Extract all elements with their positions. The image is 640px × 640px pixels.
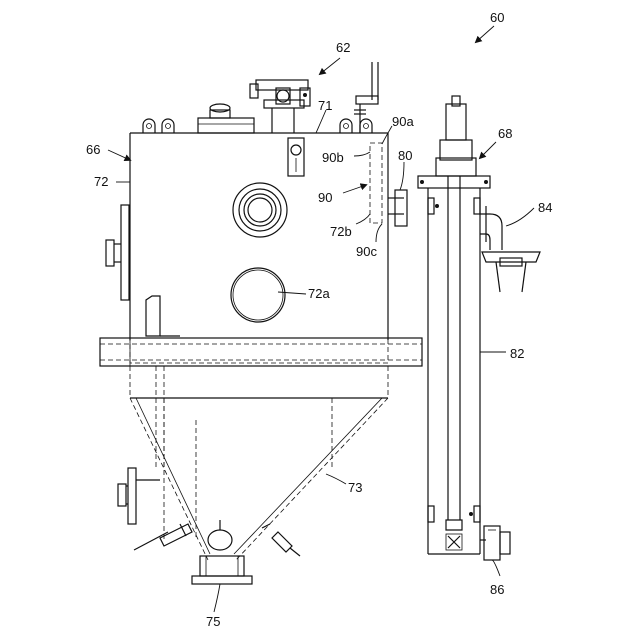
side-handle-left [106, 205, 129, 300]
top-valve-assembly [250, 62, 378, 133]
sight-port-upper [233, 183, 287, 237]
label-73: 73 [348, 480, 362, 495]
leader-lines [108, 26, 534, 612]
bottom-valve [480, 526, 510, 560]
label-60: 60 [490, 10, 504, 25]
opening-72a [231, 268, 285, 322]
top-manhole [198, 104, 254, 133]
label-82: 82 [510, 346, 524, 361]
separator-column [418, 96, 490, 554]
inlet-elbow [480, 206, 540, 292]
label-72a: 72a [308, 286, 330, 301]
label-75: 75 [206, 614, 220, 629]
label-66: 66 [86, 142, 100, 157]
leg-supports [130, 366, 388, 540]
label-62: 62 [336, 40, 350, 55]
label-72b: 72b [330, 224, 352, 239]
label-68: 68 [498, 126, 512, 141]
label-86: 86 [490, 582, 504, 597]
label-71: 71 [318, 98, 332, 113]
label-90a: 90a [392, 114, 414, 129]
pressure-gauge [288, 138, 304, 176]
label-90: 90 [318, 190, 332, 205]
cone-handle [118, 468, 160, 524]
top-lugs [143, 119, 372, 133]
label-84: 84 [538, 200, 552, 215]
label-80: 80 [398, 148, 412, 163]
inner-bracket [146, 296, 180, 336]
bottom-nozzles [134, 520, 300, 556]
bottom-outlet [192, 556, 252, 584]
label-90c: 90c [356, 244, 377, 259]
label-90b: 90b [322, 150, 344, 165]
hopper-cone [130, 398, 388, 560]
main-tank-body [130, 133, 388, 363]
support-beam [100, 338, 422, 366]
label-72: 72 [94, 174, 108, 189]
